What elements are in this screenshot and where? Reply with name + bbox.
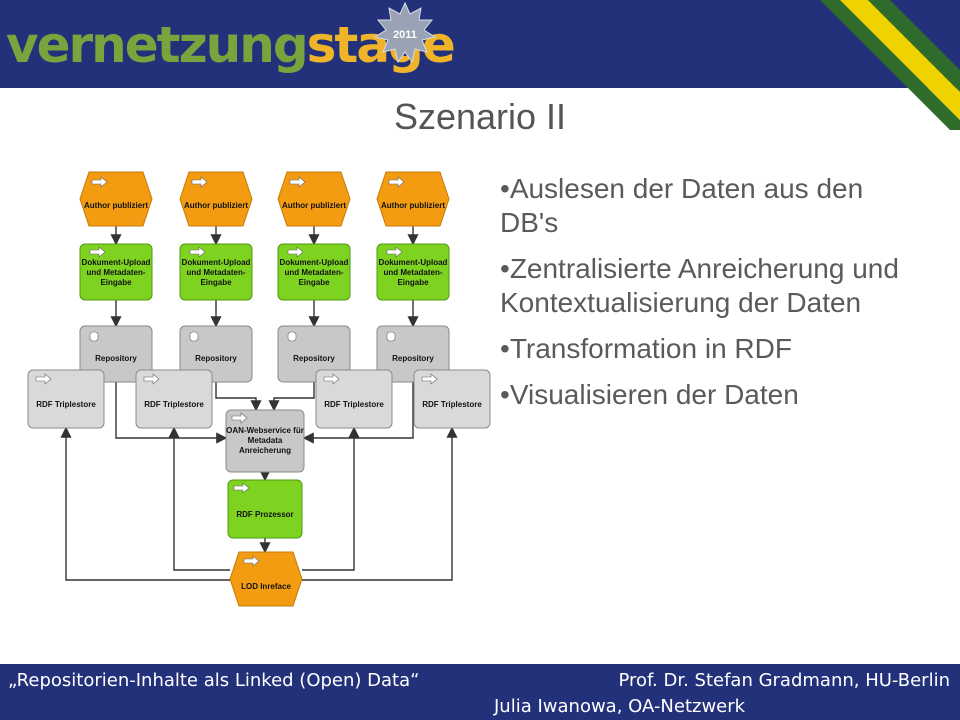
bullet-list: Auslesen der Daten aus den DB's Zentrali… <box>500 172 900 424</box>
repository-node <box>79 325 153 383</box>
vernetzungstage-logo: vernetzungstage <box>6 16 456 74</box>
footer-title: „Repositorien-Inhalte als Linked (Open) … <box>8 670 420 691</box>
repository-label: Repository <box>392 354 434 363</box>
header-bar: vernetzungstage 2011 <box>0 0 960 88</box>
lod-node <box>229 551 303 607</box>
author-node <box>277 171 351 227</box>
connectors <box>60 226 458 581</box>
processor-node <box>227 479 303 539</box>
footer-author-2: Julia Iwanowa, OA-Netzwerk <box>494 696 746 717</box>
slide-title: Szenario II <box>393 96 567 137</box>
upload-node <box>376 243 450 301</box>
corner-stripes <box>820 0 960 130</box>
bullet-item: Auslesen der Daten aus den DB's <box>500 172 900 240</box>
repository-label: Repository <box>293 354 335 363</box>
triplestore-label: RDF Triplestore <box>144 400 204 409</box>
repository-node <box>376 325 450 383</box>
author-label: Author publiziert <box>184 201 248 210</box>
webservice-node <box>225 409 305 473</box>
author-label: Author publiziert <box>381 201 445 210</box>
lod-label: LOD Inreface <box>241 582 291 591</box>
upload-node <box>277 243 351 301</box>
bullet-item: Zentralisierte Anreicherung und Kontextu… <box>500 252 900 320</box>
processor-label: RDF Prozessor <box>236 510 293 519</box>
upload-node <box>79 243 153 301</box>
bullet-item: Transformation in RDF <box>500 332 900 366</box>
triplestore-node <box>413 369 491 429</box>
repository-node <box>277 325 351 383</box>
author-label: Author publiziert <box>282 201 346 210</box>
repository-node <box>179 325 253 383</box>
author-node <box>179 171 253 227</box>
footer-author: Prof. Dr. Stefan Gradmann, HU-Berlin <box>618 670 950 691</box>
author-node <box>79 171 153 227</box>
bullet-item: Visualisieren der Daten <box>500 378 900 412</box>
badge-year: 2011 <box>393 29 417 41</box>
author-label: Author publiziert <box>84 201 148 210</box>
repository-label: Repository <box>195 354 237 363</box>
triplestore-label: RDF Triplestore <box>324 400 384 409</box>
year-badge-icon: 2011 <box>374 2 436 64</box>
triplestore-node <box>27 369 105 429</box>
upload-node <box>179 243 253 301</box>
repository-label: Repository <box>95 354 137 363</box>
author-node <box>376 171 450 227</box>
triplestore-node <box>315 369 393 429</box>
triplestore-label: RDF Triplestore <box>422 400 482 409</box>
triplestore-label: RDF Triplestore <box>36 400 96 409</box>
footer-bar: „Repositorien-Inhalte als Linked (Open) … <box>0 664 960 720</box>
triplestore-node <box>135 369 213 429</box>
